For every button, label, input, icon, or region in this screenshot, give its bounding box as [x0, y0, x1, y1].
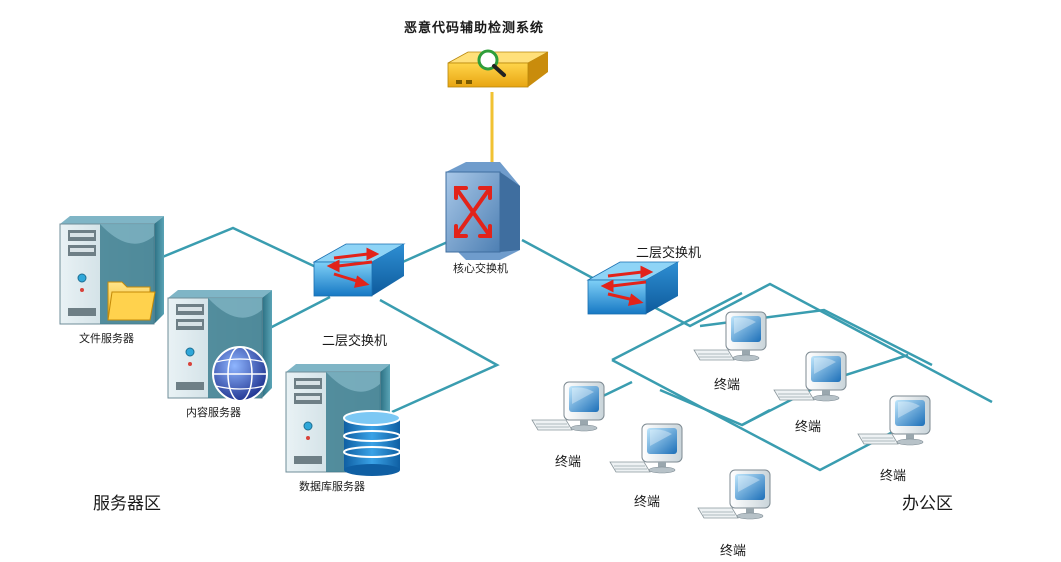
terminal-6-label: 终端	[720, 544, 747, 559]
content-server-label: 内容服务器	[186, 406, 241, 419]
right-l2-switch[interactable]	[586, 261, 680, 315]
link-office-row1	[611, 291, 743, 362]
database-server[interactable]	[285, 363, 401, 476]
link-file-server	[159, 226, 319, 270]
terminal-4-label: 终端	[555, 455, 582, 470]
terminal-5[interactable]	[609, 423, 683, 474]
left-switch-label: 二层交换机	[322, 334, 388, 349]
terminal-3-label: 终端	[880, 469, 907, 484]
switch-arrows-icon	[600, 265, 654, 306]
globe-icon	[212, 346, 268, 402]
terminal-5-label: 终端	[634, 495, 661, 510]
link-office-trunk	[649, 282, 993, 404]
file-server-label: 文件服务器	[79, 332, 134, 345]
db-server-label: 数据库服务器	[299, 480, 365, 493]
server-zone-label: 服务器区	[93, 494, 161, 514]
right-switch-label: 二层交换机	[636, 246, 702, 261]
link-core-left-switch	[395, 238, 453, 267]
terminal-2[interactable]	[773, 351, 847, 402]
link-content-server	[265, 295, 331, 332]
office-zone-label: 办公区	[902, 494, 953, 514]
folder-icon	[107, 281, 156, 321]
link-core-right-switch	[521, 238, 601, 284]
switch-arrows-icon	[326, 247, 380, 288]
terminal-4[interactable]	[531, 381, 605, 432]
terminal-1-label: 终端	[714, 378, 741, 393]
terminal-2-label: 终端	[795, 420, 822, 435]
switch-arrows-icon	[454, 186, 492, 238]
malware-detector-appliance[interactable]	[447, 49, 549, 88]
terminal-3[interactable]	[857, 395, 931, 446]
detector-label: 恶意代码辅助检测系统	[404, 21, 545, 36]
link-db-server	[379, 298, 500, 414]
database-icon	[343, 410, 401, 476]
left-l2-switch[interactable]	[312, 243, 406, 297]
file-server[interactable]	[59, 215, 165, 325]
magnifier-icon	[477, 49, 499, 71]
content-server[interactable]	[167, 289, 273, 402]
core-switch[interactable]	[445, 162, 520, 260]
terminal-6[interactable]	[697, 469, 771, 520]
core-switch-label: 核心交换机	[453, 262, 508, 275]
